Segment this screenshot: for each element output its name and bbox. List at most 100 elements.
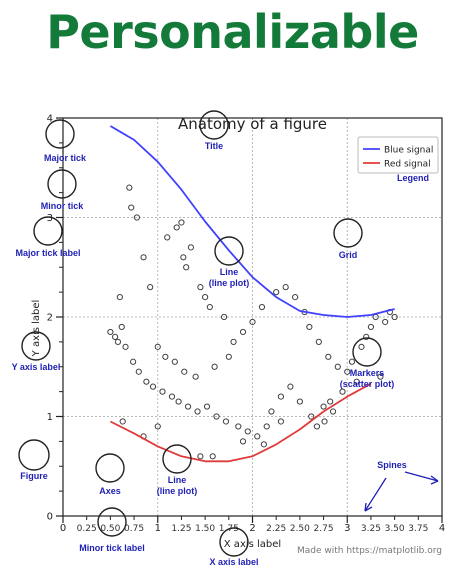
scatter-point [147, 284, 154, 291]
scatter-point [173, 224, 180, 231]
scatter-point [213, 413, 220, 420]
scatter-point [116, 294, 123, 301]
scatter-point [277, 418, 285, 425]
legend-box [357, 136, 439, 174]
scatter-point [327, 398, 334, 405]
scatter-point [363, 333, 370, 340]
scatter-point [329, 408, 337, 415]
scatter-point [107, 328, 114, 336]
scatter-point [118, 323, 125, 331]
scatter-point [178, 219, 185, 226]
annotation-circle-major-tick-label [33, 216, 63, 246]
x-minor-tick-label: 3.25 [361, 524, 381, 534]
x-axis-label: X axis label [224, 539, 281, 550]
scatter-point [112, 333, 119, 340]
annotation-circle-line-red [162, 444, 192, 474]
scatter-point [358, 343, 365, 350]
scatter-point [168, 393, 176, 400]
scatter-point [282, 284, 289, 291]
scatter-point [268, 408, 275, 415]
chart-title: Anatomy of a figure [178, 115, 327, 133]
scatter-point [321, 418, 328, 425]
x-major-tick-label: 1 [155, 523, 161, 534]
scatter-point [154, 423, 161, 430]
y-major-tick-label: 1 [47, 412, 53, 423]
scatter-point [292, 294, 299, 301]
scatter-point [126, 184, 133, 191]
annotation-legend: Legend [397, 173, 429, 183]
scatter-point [194, 408, 201, 415]
spines-arrow-right [404, 471, 439, 482]
annotation-circle-x-axis-label [219, 527, 249, 557]
scatter-point [273, 289, 280, 296]
scatter-point [122, 343, 129, 350]
x-minor-tick-label: 1.50 [195, 524, 215, 534]
annotation-line-red: (line plot) [157, 486, 198, 496]
scatter-point [325, 353, 332, 360]
scatter-point [183, 264, 190, 271]
annotation-line-blue: Line [220, 267, 239, 277]
scatter-point [244, 428, 251, 435]
annotation-circle-axes [95, 453, 125, 483]
annotation-markers: Markers [350, 368, 385, 378]
scatter-point [367, 323, 375, 331]
scatter-point [202, 294, 209, 301]
annotation-circle-line-blue [214, 236, 244, 266]
scatter-point [263, 423, 270, 430]
x-major-tick-label: 0 [60, 523, 66, 534]
annotation-grid: Grid [339, 250, 358, 260]
annotation-major-tick: Major tick [44, 153, 87, 163]
scatter-point [187, 244, 195, 251]
x-minor-tick-label: 2.25 [266, 524, 286, 534]
scatter-point [391, 313, 398, 321]
annotation-circle-minor-tick-label [97, 507, 127, 537]
scatter-point [230, 338, 237, 345]
scatter-point [180, 254, 187, 261]
blue-signal-line [109, 125, 395, 318]
scatter-point [211, 363, 218, 370]
x-minor-tick-label: 3.50 [385, 524, 405, 534]
annotation-circle-grid [333, 218, 363, 248]
scatter-point [249, 318, 256, 326]
scatter-point [258, 303, 266, 311]
scatter-point [184, 403, 192, 410]
watermark: Made with https://matplotlib.org [297, 546, 442, 556]
scatter-point [192, 373, 199, 380]
annotation-markers: (scatter plot) [340, 379, 395, 389]
scatter-point [306, 323, 313, 331]
scatter-point [296, 398, 303, 405]
x-major-tick-label: 4 [439, 523, 445, 534]
scatter-point [334, 363, 341, 370]
scatter-point [320, 403, 327, 410]
scatter-point [209, 453, 216, 460]
annotation-circle-y-axis-label [21, 331, 51, 361]
scatter-point [175, 398, 182, 405]
scatter-point [133, 214, 141, 221]
scatter-point [254, 433, 261, 440]
scatter-point [197, 284, 204, 291]
annotation-figure: Figure [20, 471, 48, 481]
scatter-point [130, 358, 137, 365]
spines-arrow-down-head [364, 502, 373, 512]
x-minor-tick-label: 1.25 [171, 524, 191, 534]
scatter-point [287, 383, 294, 390]
scatter-point [128, 204, 135, 211]
annotation-line-blue: (line plot) [209, 278, 250, 288]
scatter-point [171, 358, 178, 365]
scatter-point [277, 393, 285, 400]
spines-arrow-right-head [430, 475, 439, 485]
annotation-circle-markers [352, 337, 382, 367]
x-minor-tick-label: 0.25 [77, 524, 97, 534]
scatter-point [143, 378, 150, 385]
x-minor-tick-label: 2.75 [314, 524, 334, 534]
scatter-point [149, 383, 157, 390]
legend-entry: Red signal [384, 160, 431, 170]
scatter-point [353, 378, 360, 385]
x-minor-tick-label: 0.75 [124, 524, 144, 534]
y-axis-label: Y axis label [31, 300, 42, 358]
scatter-point [315, 338, 322, 345]
y-major-tick-label: 3 [47, 213, 53, 224]
scatter-point [239, 438, 247, 445]
scatter-point [154, 343, 161, 350]
